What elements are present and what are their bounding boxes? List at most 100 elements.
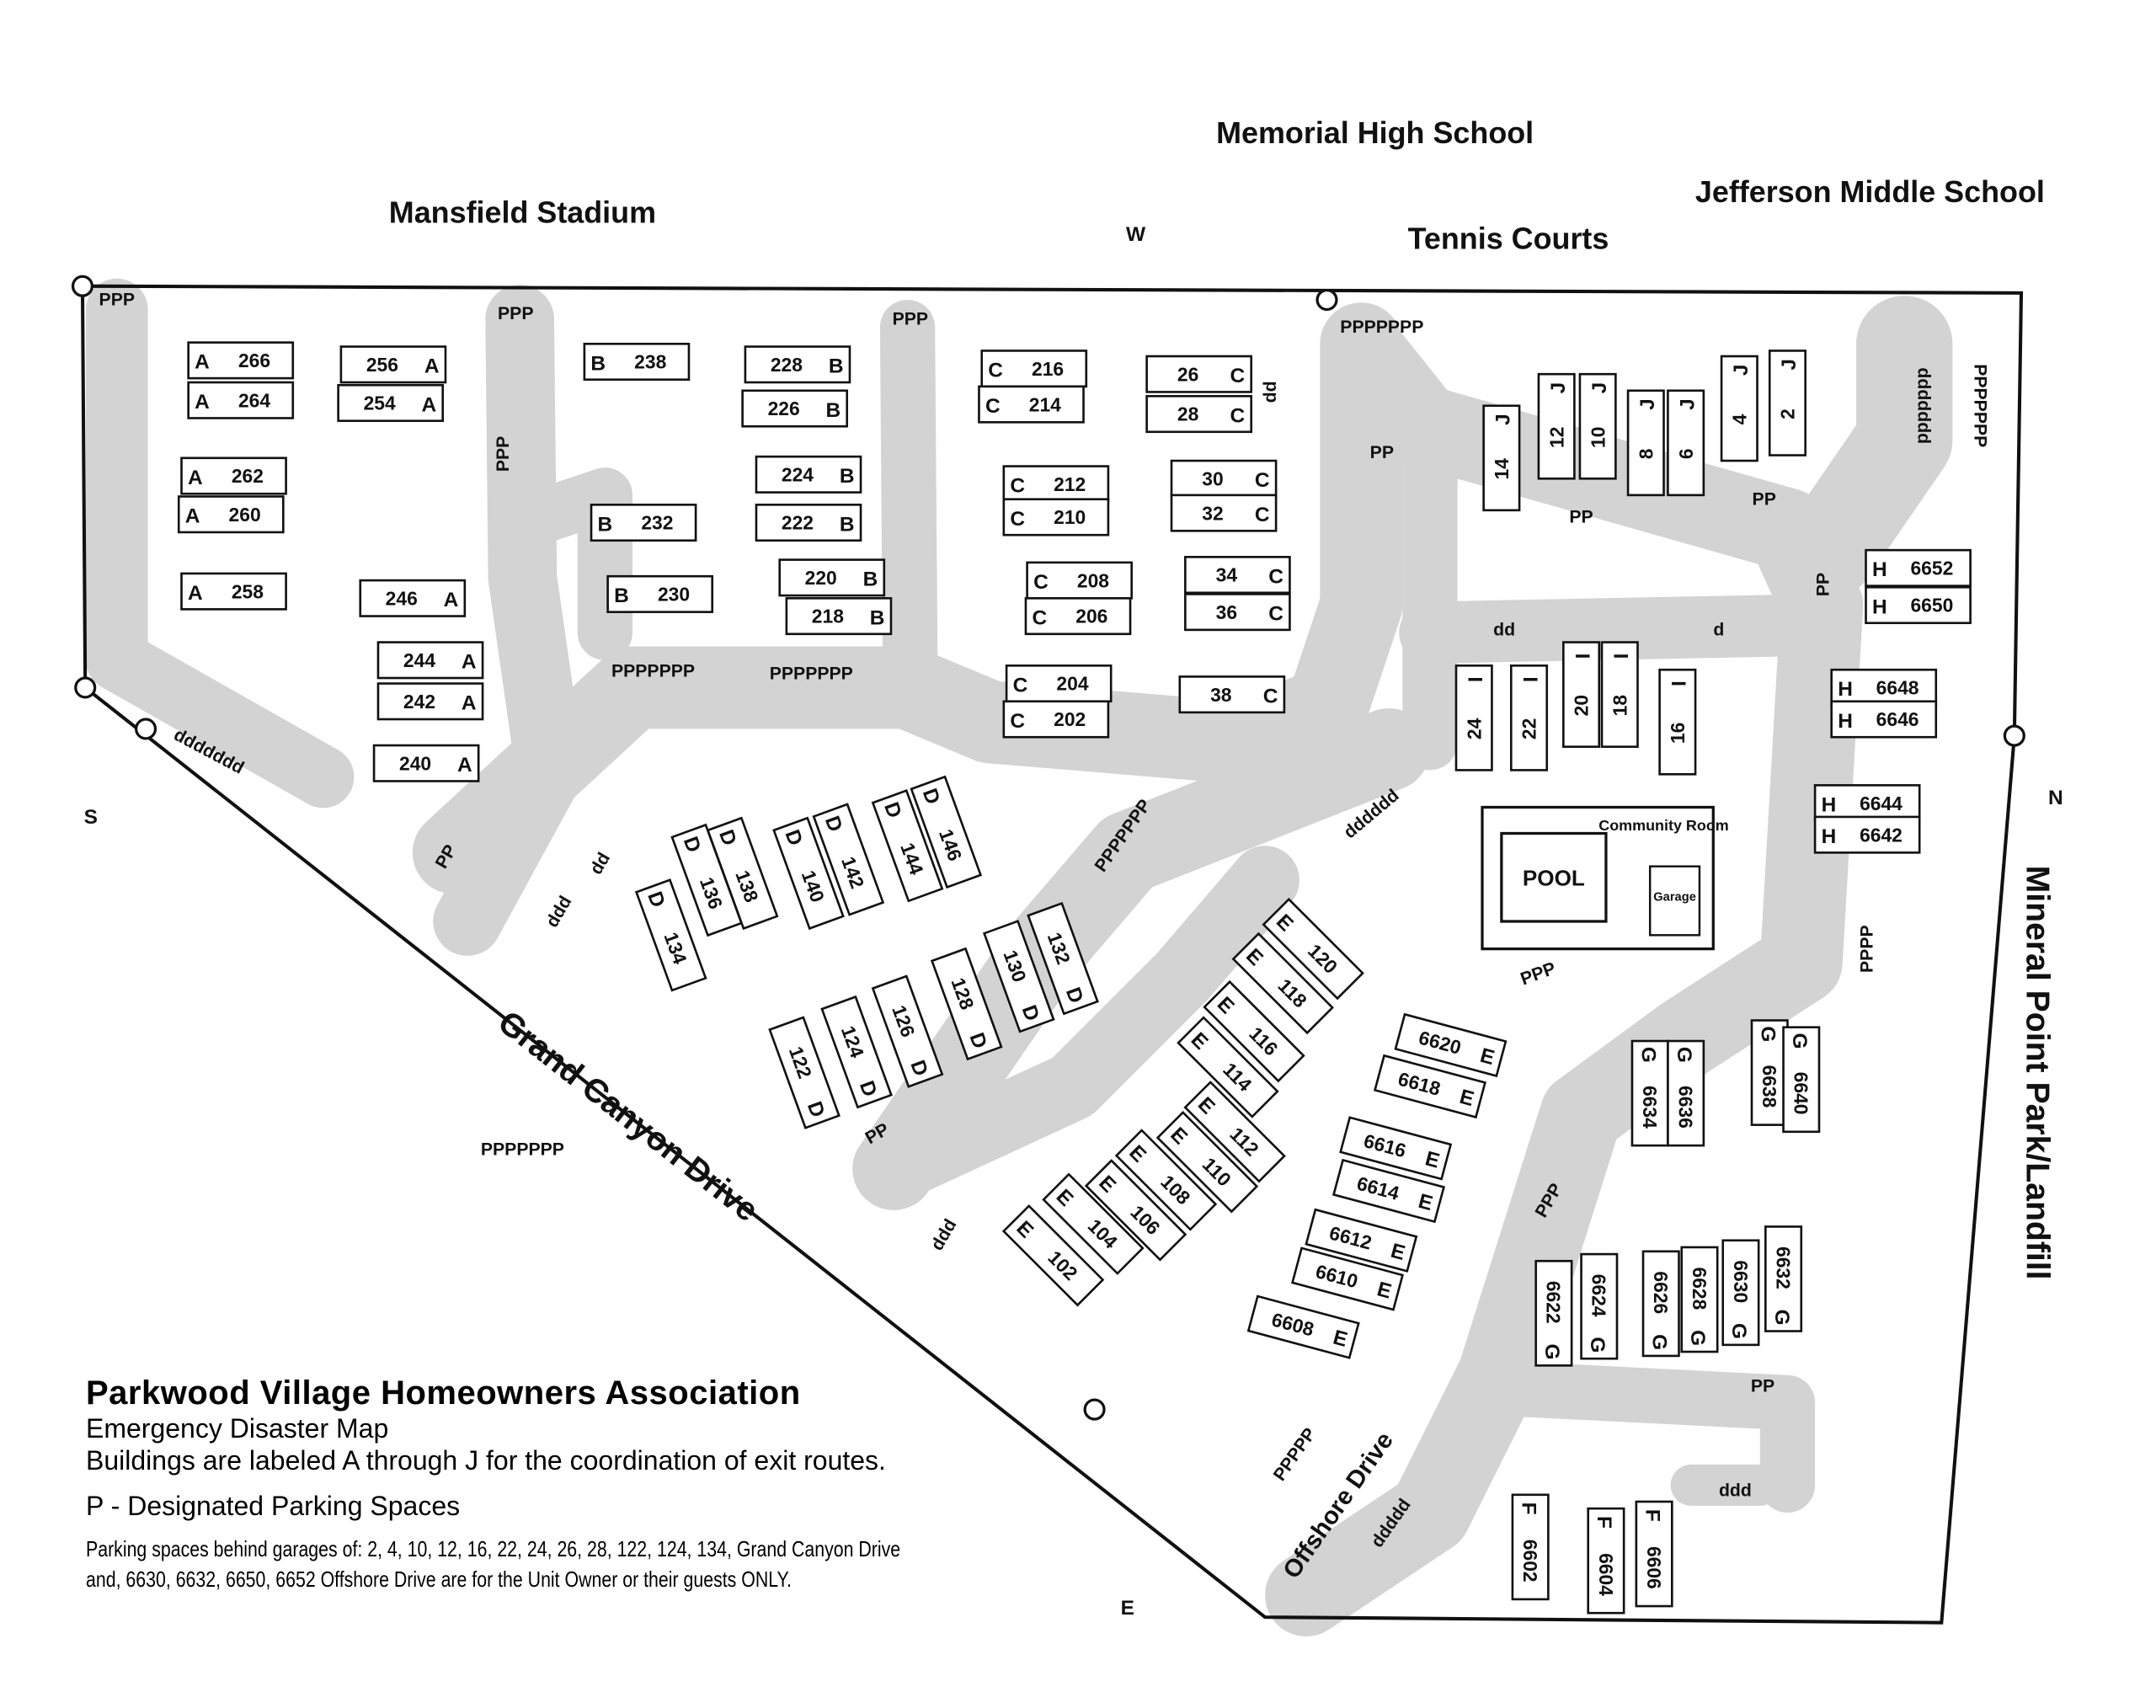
parking-label: PPPPPPP <box>770 665 853 684</box>
parking-label: PPPP <box>1858 925 1877 973</box>
building-letter: A <box>462 651 477 674</box>
building-letter: G <box>1686 1330 1709 1346</box>
parking-label: PPP <box>893 309 928 328</box>
building-outline <box>744 345 851 384</box>
unit-2: 2J <box>1768 350 1806 456</box>
building-outline <box>1026 561 1133 600</box>
building-outline <box>1178 675 1286 714</box>
building-outline <box>187 381 295 419</box>
building-letter: I <box>1465 676 1487 682</box>
memorial-high-school-label: Memorial High School <box>1216 115 1534 150</box>
building-outline <box>1231 931 1334 1035</box>
unit-number: 202 <box>1054 708 1086 730</box>
building-letter: A <box>188 582 203 605</box>
building-outline <box>741 389 849 428</box>
building-letter: J <box>1492 414 1515 425</box>
legend-subtitle: Emergency Disaster Map <box>86 1413 389 1444</box>
building-outline <box>1782 1026 1821 1134</box>
unit-number: 218 <box>812 606 844 627</box>
building-outline <box>755 504 862 542</box>
building-letter: G <box>1540 1343 1563 1359</box>
building-outline <box>982 920 1055 1033</box>
parking-label: PP <box>1370 443 1394 462</box>
pool-label: POOL <box>1523 866 1585 891</box>
building-letter: J <box>1778 359 1801 371</box>
legend-parking-key: P - Designated Parking Spaces <box>86 1491 461 1521</box>
building-letter: C <box>1013 674 1028 697</box>
unit-number: 18 <box>1609 695 1630 716</box>
building-letter: B <box>614 584 629 607</box>
building-letter: G <box>1756 1026 1779 1042</box>
building-outline <box>1537 372 1576 480</box>
unit-number: 6646 <box>1876 708 1919 730</box>
building-outline <box>1184 556 1291 595</box>
building-outline <box>1170 494 1278 532</box>
building-letter: B <box>840 513 855 536</box>
unit-number: 34 <box>1216 564 1238 586</box>
building-outline <box>1768 350 1806 456</box>
building-outline <box>910 775 983 889</box>
unit-14: 14J <box>1482 404 1521 512</box>
parking-label: PPPPPPP <box>1970 364 1989 447</box>
unit-number: 214 <box>1029 393 1061 415</box>
building-letter: C <box>1255 504 1270 526</box>
unit-number: 224 <box>782 464 814 486</box>
roads <box>86 278 1953 1636</box>
building-outline <box>1170 459 1278 498</box>
building-outline <box>1626 389 1665 497</box>
building-outline <box>871 974 944 1088</box>
unit-number: 222 <box>782 512 814 534</box>
building-letter: C <box>1230 404 1246 427</box>
building-outline <box>1865 548 1972 587</box>
unit-number: 6622 <box>1543 1281 1565 1324</box>
building-outline <box>590 504 697 542</box>
building-outline <box>1720 355 1758 462</box>
parking-label: dd <box>1493 620 1515 639</box>
building-outline <box>1667 1039 1705 1147</box>
building-outline <box>755 455 862 494</box>
building-letter: A <box>457 754 472 777</box>
community-center: POOL Community Room Garage <box>1481 805 1729 951</box>
building-outline <box>1305 1208 1418 1273</box>
unit-12: 12J <box>1537 372 1576 480</box>
building-outline <box>1183 1081 1286 1183</box>
building-letter: H <box>1872 558 1887 581</box>
building-letter: A <box>424 355 440 378</box>
compass-west: W <box>1126 223 1146 246</box>
parking-label: PPPPPPP <box>481 1140 564 1160</box>
building-outline <box>1084 1159 1187 1262</box>
unit-number: 6636 <box>1674 1086 1696 1129</box>
building-outline <box>1482 404 1521 512</box>
building-letter: A <box>444 589 459 611</box>
building-letter: G <box>1586 1337 1609 1353</box>
mansfield-stadium-label: Mansfield Stadium <box>389 195 656 230</box>
unit-number: 6652 <box>1910 558 1953 579</box>
building-outline <box>1680 1246 1719 1353</box>
unit-number: 232 <box>641 512 673 534</box>
building-outline <box>785 597 893 636</box>
building-outline <box>1562 641 1601 748</box>
parking-label: dd <box>586 849 614 878</box>
